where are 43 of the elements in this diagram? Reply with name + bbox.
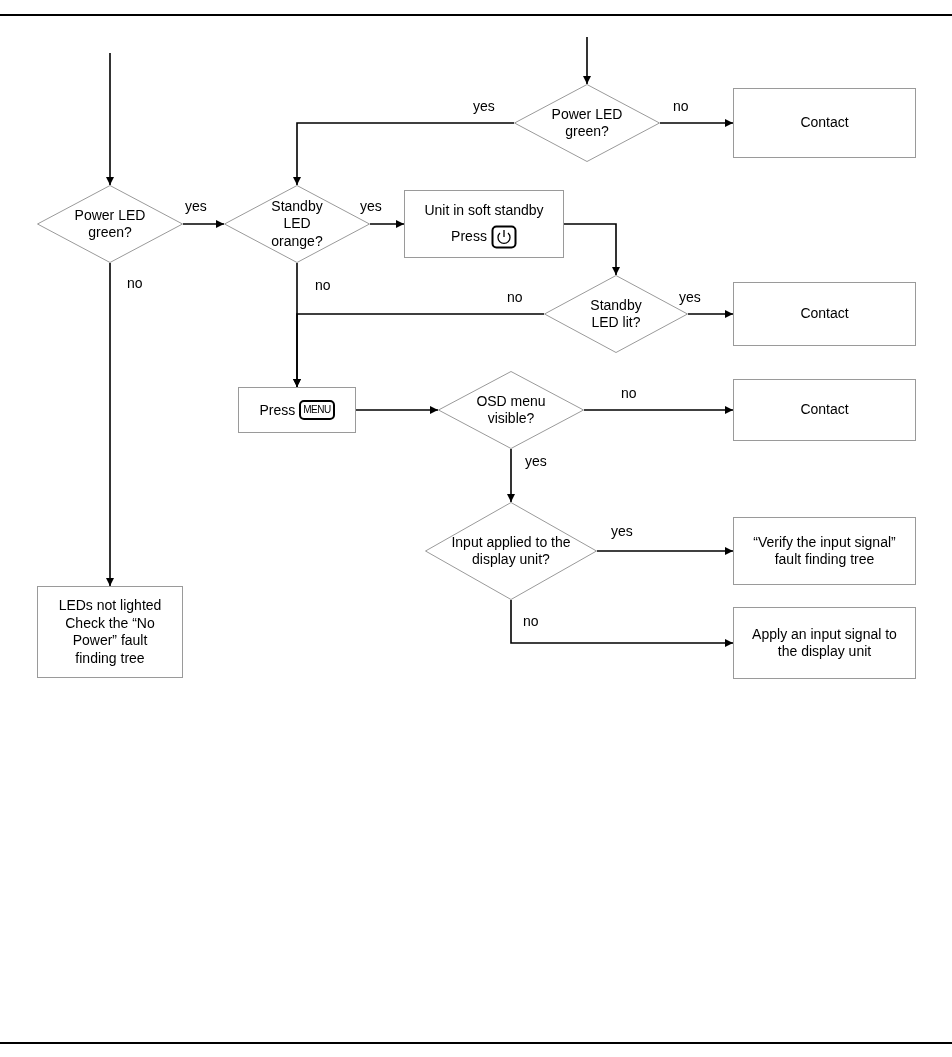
arrow bbox=[106, 52, 114, 186]
process-box bbox=[733, 88, 916, 158]
arrow bbox=[510, 599, 734, 647]
node-text: Input applied to the display unit? bbox=[451, 533, 571, 567]
process-box bbox=[733, 607, 916, 679]
arrow bbox=[659, 119, 734, 127]
node-text: Contact bbox=[800, 114, 849, 131]
arrow bbox=[106, 262, 114, 587]
process-box bbox=[733, 379, 916, 441]
node-text: OSD menu visible? bbox=[476, 392, 546, 426]
arrow bbox=[293, 262, 301, 388]
node-text: Press bbox=[451, 227, 487, 246]
node-text: Unit in soft standby bbox=[424, 200, 544, 220]
arrow bbox=[182, 220, 225, 228]
arrow bbox=[596, 547, 734, 555]
process-box bbox=[733, 517, 916, 585]
process-box bbox=[37, 586, 183, 678]
process-box bbox=[238, 387, 356, 433]
arrow bbox=[687, 310, 734, 318]
arrow bbox=[507, 448, 515, 503]
arrow bbox=[355, 406, 439, 414]
node-text: Apply an input signal to the display unit bbox=[752, 625, 897, 659]
node-text: Contact bbox=[800, 305, 849, 322]
node-text: Standby LED lit? bbox=[590, 296, 642, 330]
decision-diamond bbox=[438, 371, 584, 449]
decision-diamond bbox=[514, 84, 660, 162]
arrow bbox=[369, 220, 405, 228]
node-text: Contact bbox=[800, 401, 849, 418]
arrow bbox=[583, 36, 591, 85]
arrow bbox=[583, 406, 734, 414]
node-text: “Verify the input signal” fault finding tree bbox=[753, 533, 896, 567]
decision-diamond bbox=[37, 185, 183, 263]
node-text: Press bbox=[259, 400, 296, 420]
decision-diamond bbox=[425, 502, 597, 600]
node-text: Power LED green? bbox=[74, 206, 146, 240]
node-text: LEDs not lighted Check the “No Power” fault finding tree bbox=[58, 597, 162, 666]
arrow bbox=[293, 122, 515, 186]
process-box bbox=[404, 190, 564, 258]
node-text: Power LED green? bbox=[551, 105, 623, 139]
process-box bbox=[733, 282, 916, 346]
menu-key: MENU bbox=[299, 400, 335, 420]
node-text: Standby LED orange? bbox=[271, 197, 323, 249]
arrow bbox=[563, 223, 620, 276]
